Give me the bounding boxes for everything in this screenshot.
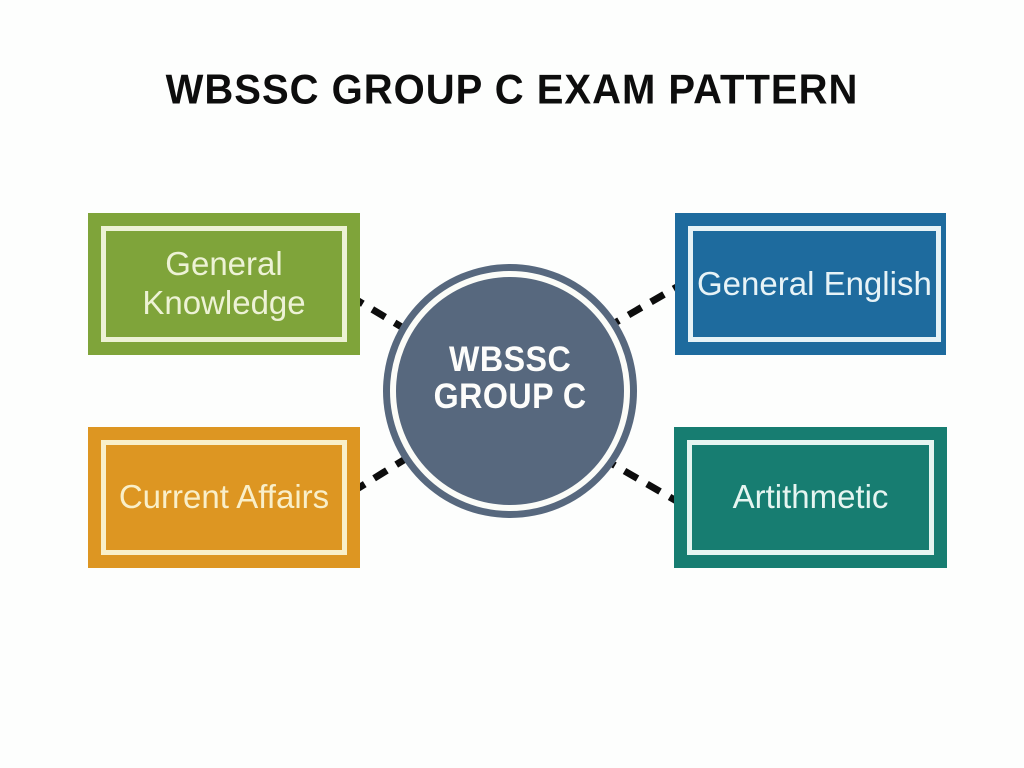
node-arithmetic: Artithmetic <box>674 427 947 568</box>
connector-arithmetic <box>600 454 682 507</box>
center-node-label-line1: WBSSC <box>448 340 572 379</box>
node-general-english: General English <box>675 213 946 355</box>
center-node-label: WBSSC GROUP C <box>434 341 587 415</box>
center-node-label-line2: GROUP C <box>433 377 587 416</box>
node-label: General Knowledge <box>142 245 306 321</box>
center-node-wbssc-group-c: WBSSC GROUP C <box>383 264 637 518</box>
node-label: Current Affairs <box>118 478 330 516</box>
node-general-knowledge: General Knowledge <box>88 213 360 355</box>
node-inner-border: Current Affairs <box>101 440 347 555</box>
node-inner-border: General English <box>688 226 941 342</box>
node-current-affairs: Current Affairs <box>88 427 360 568</box>
node-label: Artithmetic <box>732 478 889 516</box>
node-inner-border: General Knowledge <box>101 226 347 342</box>
connector-general-english <box>604 280 684 332</box>
node-label: General English <box>697 264 932 302</box>
node-inner-border: Artithmetic <box>687 440 934 555</box>
page-title: WBSSC GROUP C EXAM PATTERN <box>165 66 859 114</box>
